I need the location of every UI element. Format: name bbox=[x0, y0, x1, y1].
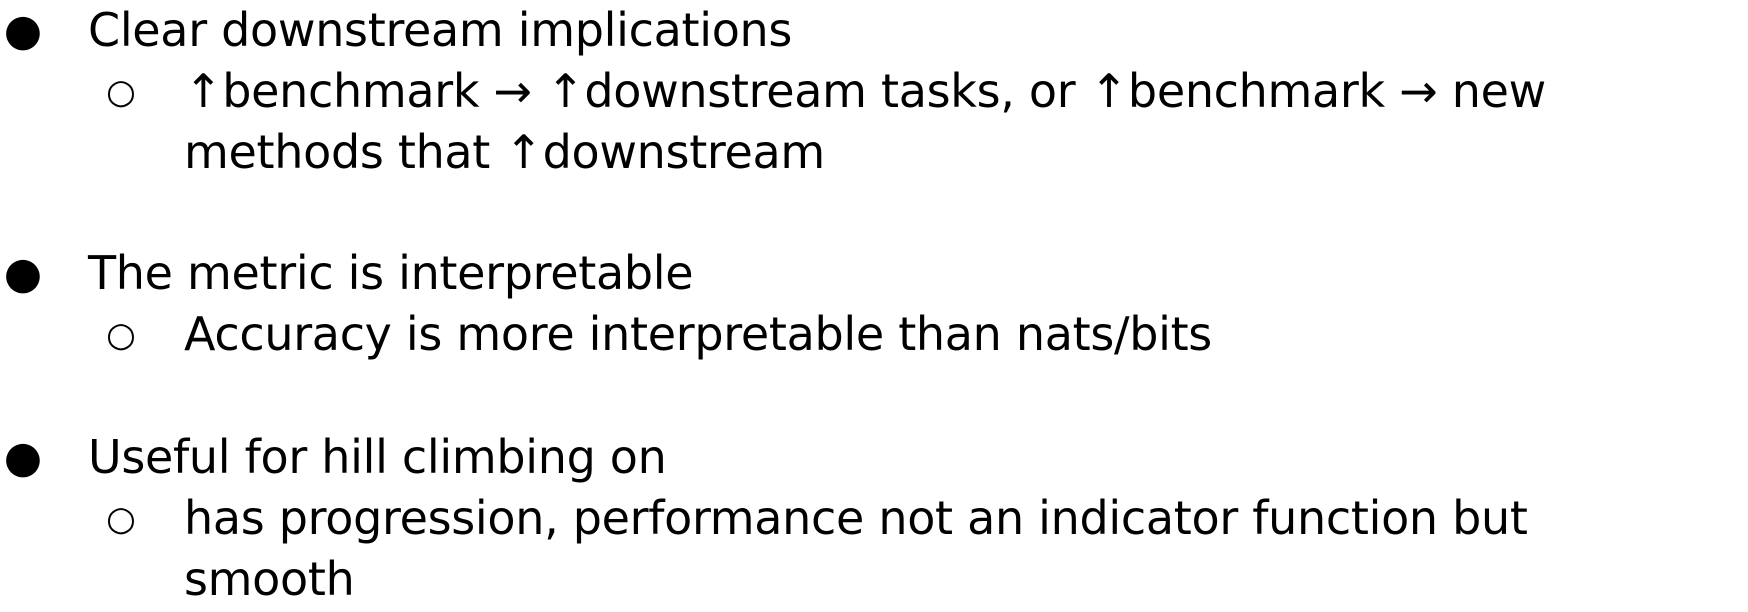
sub-bullet-marker: ○ bbox=[106, 315, 136, 355]
bullet-marker: ● bbox=[3, 248, 43, 299]
bullet-text: Clear downstream implications bbox=[88, 3, 793, 57]
sub-bullet-text: ↑benchmark → ↑downstream tasks, or ↑benc… bbox=[184, 64, 1546, 179]
bullet-text: The metric is interpretable bbox=[88, 246, 694, 300]
bullet-text: Useful for hill climbing on bbox=[88, 430, 667, 484]
sub-bullet-text: Accuracy is more interpretable than nats… bbox=[184, 307, 1212, 361]
sub-bullet-marker: ○ bbox=[106, 499, 136, 539]
sub-bullet-text: has progression, performance not an indi… bbox=[184, 491, 1528, 606]
sub-bullet-marker: ○ bbox=[106, 72, 136, 112]
bullet-marker: ● bbox=[3, 5, 43, 56]
bullet-marker: ● bbox=[3, 432, 43, 483]
